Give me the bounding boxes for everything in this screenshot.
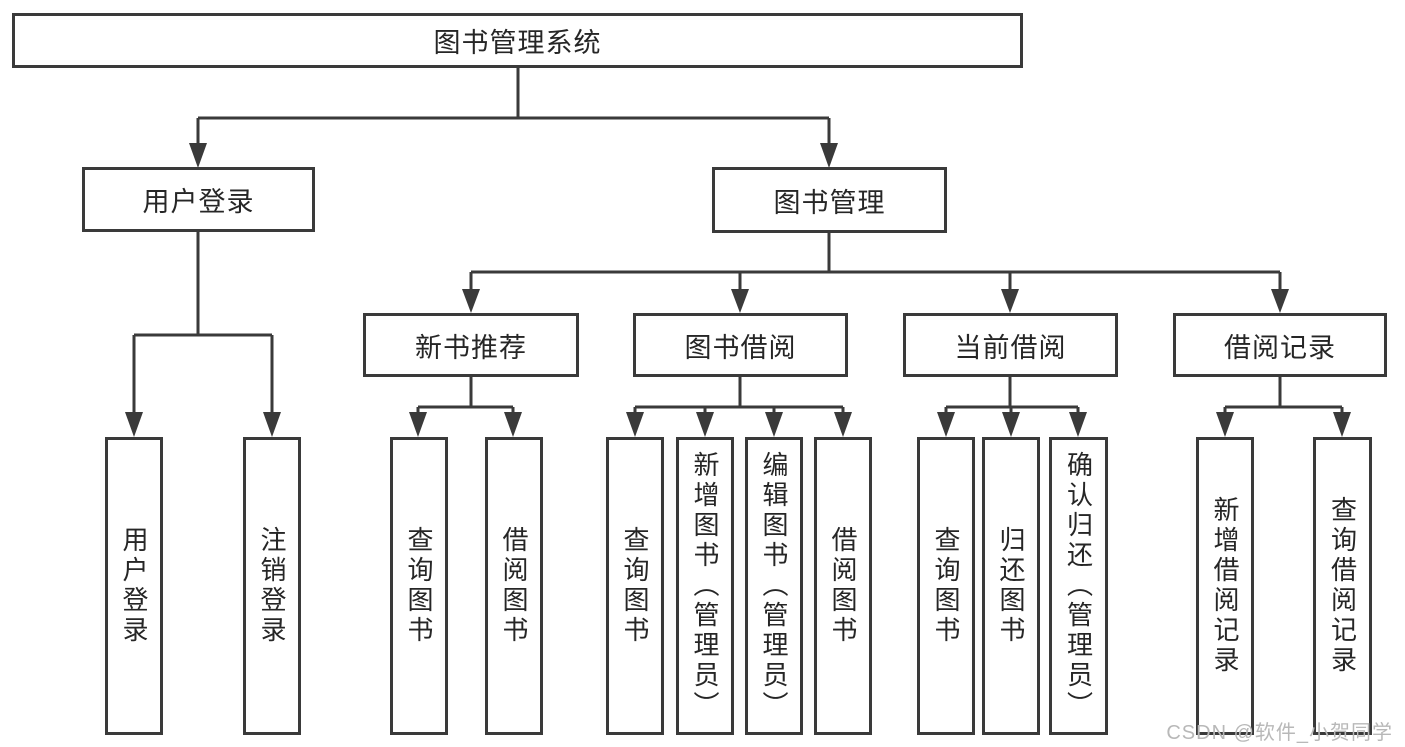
- leaf-add-books-admin: 新增图书（管理员）: [676, 437, 734, 735]
- node-book-borrow-label: 图书借阅: [684, 332, 797, 363]
- leaf-edit-books-admin: 编辑图书（管理员）: [745, 437, 803, 735]
- node-book-management: 图书管理: [712, 167, 947, 233]
- leaf-add-books-admin-label: 新增图书（管理员）: [690, 451, 720, 721]
- leaf-confirm-return-admin: 确认归还（管理员）: [1049, 437, 1108, 735]
- node-book-borrow: 图书借阅: [633, 313, 848, 377]
- leaf-query-books-current: 查询图书: [917, 437, 975, 735]
- node-borrow-records: 借阅记录: [1173, 313, 1387, 377]
- leaf-add-borrow-record: 新增借阅记录: [1196, 437, 1254, 735]
- watermark: CSDN @软件_小贺同学: [1166, 722, 1393, 744]
- connector-book-borrow-children: [626, 377, 852, 437]
- leaf-query-books-newbook: 查询图书: [390, 437, 448, 735]
- leaf-edit-books-admin-label: 编辑图书（管理员）: [759, 451, 789, 721]
- node-root: 图书管理系统: [12, 13, 1023, 68]
- leaf-borrow-books-newbook: 借阅图书: [485, 437, 543, 735]
- leaf-add-borrow-record-label: 新增借阅记录: [1210, 496, 1240, 676]
- leaf-query-borrow-record-label: 查询借阅记录: [1327, 496, 1358, 676]
- leaf-return-books: 归还图书: [982, 437, 1040, 735]
- connector-root-to-level1: [189, 68, 838, 168]
- leaf-query-books-newbook-label: 查询图书: [404, 526, 434, 646]
- leaf-logout: 注销登录: [243, 437, 301, 735]
- node-user-login-label: 用户登录: [142, 187, 255, 217]
- leaf-user-login: 用户登录: [105, 437, 163, 735]
- connector-current-borrow-children: [937, 377, 1087, 437]
- leaf-borrow-books-label: 借阅图书: [828, 526, 858, 646]
- node-new-book-recommend: 新书推荐: [363, 313, 579, 377]
- leaf-query-books-borrow-label: 查询图书: [620, 526, 650, 646]
- connector-borrow-records-children: [1216, 377, 1351, 437]
- connector-new-book-children: [409, 377, 522, 437]
- leaf-query-borrow-record: 查询借阅记录: [1313, 437, 1372, 735]
- node-current-borrow: 当前借阅: [903, 313, 1118, 377]
- leaf-confirm-return-admin-label: 确认归还（管理员）: [1063, 451, 1094, 721]
- node-book-management-label: 图书管理: [773, 187, 886, 218]
- connector-user-login-children: [125, 232, 281, 437]
- node-user-login: 用户登录: [82, 167, 315, 232]
- leaf-query-books-current-label: 查询图书: [931, 526, 961, 646]
- leaf-user-login-label: 用户登录: [119, 526, 149, 646]
- node-root-label: 图书管理系统: [433, 28, 602, 58]
- leaf-return-books-label: 归还图书: [996, 526, 1026, 646]
- node-current-borrow-label: 当前借阅: [954, 332, 1067, 363]
- leaf-borrow-books: 借阅图书: [814, 437, 872, 735]
- leaf-query-books-borrow: 查询图书: [606, 437, 664, 735]
- leaf-borrow-books-newbook-label: 借阅图书: [499, 526, 529, 646]
- connector-book-management-children: [462, 233, 1289, 313]
- node-borrow-records-label: 借阅记录: [1224, 332, 1336, 363]
- leaf-logout-label: 注销登录: [257, 526, 287, 646]
- node-new-book-recommend-label: 新书推荐: [415, 332, 527, 363]
